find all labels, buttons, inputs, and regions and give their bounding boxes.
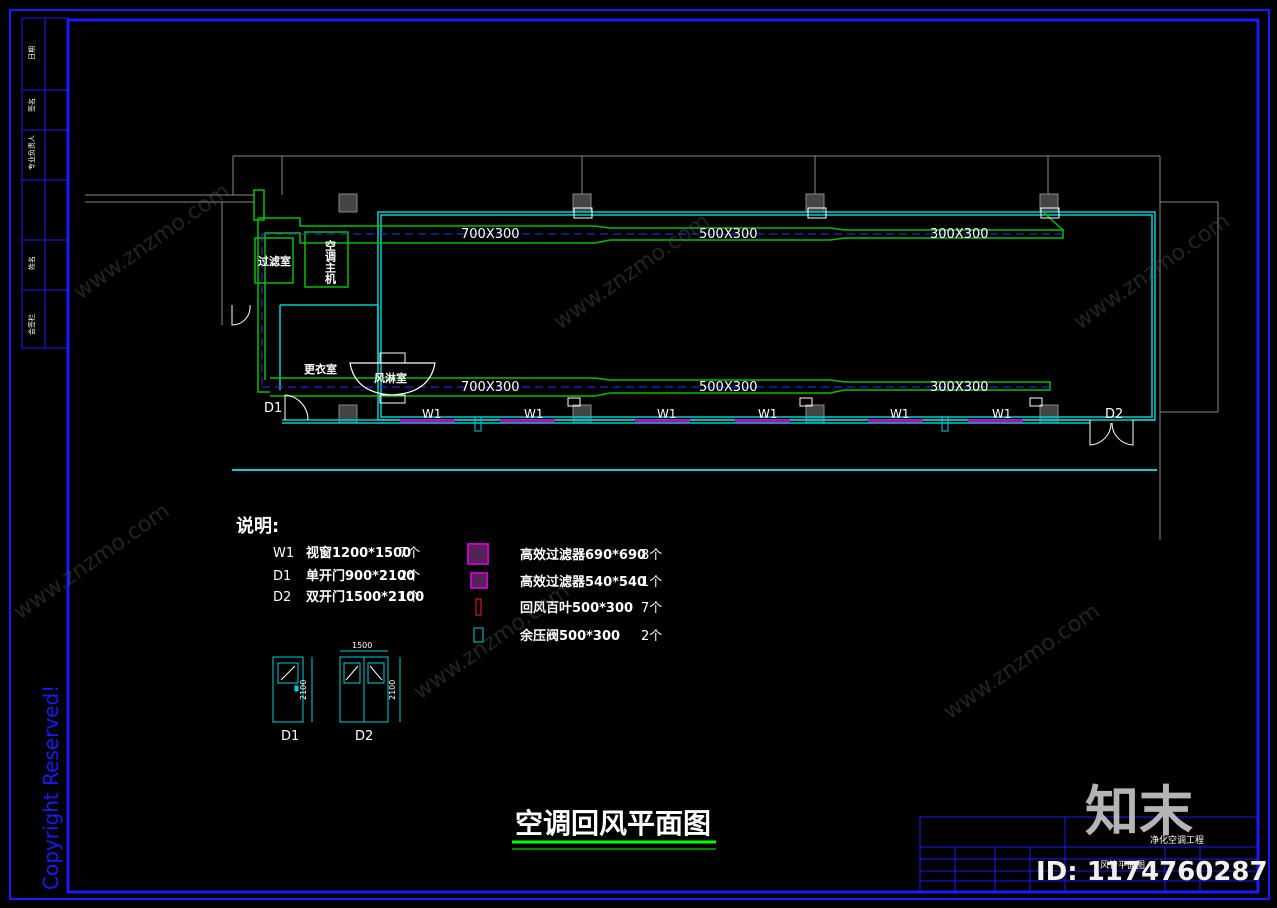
copyright-watermark: Copyright Reserved! [39, 685, 63, 890]
legend-symbols [467, 543, 489, 643]
site-watermark: www.znzmo.com [939, 599, 1104, 725]
title-block-project: 净化空调工程 [1150, 834, 1204, 846]
d1-height-dim: 2100 [299, 680, 308, 700]
duct-label-lower-3: 300X300 [930, 380, 989, 395]
outer-frame [9, 9, 1270, 900]
duct-label-lower-1: 700X300 [461, 380, 520, 395]
legend-desc-w1: 视窗1200*1500 [306, 545, 411, 561]
room-label-filter: 过滤室 [258, 254, 291, 268]
ducts [253, 189, 1064, 397]
legend-symbol-4: 余压阀500*300 [519, 628, 620, 644]
window-label: W1 [890, 407, 910, 421]
legend-symbol-1-qty: 8个 [641, 548, 662, 563]
duct-label-upper-3: 300X300 [930, 227, 989, 242]
d2-detail-label: D2 [355, 729, 373, 744]
legend-symbol-1: 高效过滤器690*690 [520, 547, 646, 563]
door-detail-d1 [272, 656, 313, 723]
side-label-countersign: 会签栏 [27, 314, 36, 335]
legend-qty-d2: 1个 [399, 590, 420, 605]
legend-qty-d1: 2个 [399, 569, 420, 584]
building-outline [85, 155, 1219, 540]
d2-width-dim: 1500 [352, 641, 372, 650]
duct-label-lower-2: 500X300 [699, 380, 758, 395]
d1-detail-label: D1 [281, 729, 299, 744]
air-shower [349, 352, 436, 404]
legend-desc-d1: 单开门900*2100 [306, 568, 415, 584]
site-watermark: www.znzmo.com [9, 499, 174, 625]
legend-symbol-3-qty: 7个 [641, 601, 662, 616]
louvers [474, 207, 1060, 432]
legend-symbol-2: 高效过滤器540*540 [520, 574, 646, 590]
legend-symbol-3: 回风百叶500*300 [520, 601, 633, 616]
legend-desc-d2: 双开门1500*2100 [306, 589, 424, 605]
drawing-title: 空调回风平面图 [515, 807, 711, 840]
duct-centerlines [261, 233, 1063, 388]
legend-symbol-4-qty: 2个 [641, 629, 662, 644]
legend-code-d2: D2 [273, 590, 291, 605]
id-watermark: ID: 1174760287 [1036, 857, 1268, 887]
duct-label-upper-2: 500X300 [699, 227, 758, 242]
window-label: W1 [758, 407, 778, 421]
door-label-d2: D2 [1105, 407, 1123, 422]
door-label-d1: D1 [264, 401, 282, 416]
title-block-drawing-name: 风管平面图 [1100, 859, 1145, 871]
room-label-changing: 更衣室 [304, 362, 337, 376]
duct-label-upper-1: 700X300 [461, 227, 520, 242]
door-detail-d2 [339, 650, 401, 723]
window-label: W1 [657, 407, 677, 421]
doors [231, 304, 1134, 446]
side-label-name: 姓名 [27, 256, 36, 270]
legend-heading: 说明: [236, 515, 279, 537]
title-block [919, 816, 1258, 892]
legend-code-d1: D1 [273, 569, 291, 584]
d2-height-dim: 2100 [388, 680, 397, 700]
site-watermark: www.znzmo.com [69, 179, 234, 305]
logo-watermark: 知末 [1085, 780, 1193, 843]
window-label: W1 [992, 407, 1012, 421]
room-label-air-shower: 风淋室 [374, 371, 407, 385]
legend-symbol-2-qty: 1个 [641, 575, 662, 590]
side-label-sign: 签名 [27, 98, 36, 112]
room-label-ac: 空调主机 [324, 239, 337, 285]
legend-qty-w1: 7个 [399, 546, 420, 561]
inner-frame [66, 18, 1260, 894]
side-label-lead: 专业负责人 [27, 135, 36, 170]
legend-code-w1: W1 [273, 546, 294, 561]
window-label: W1 [524, 407, 544, 421]
window-label: W1 [422, 407, 442, 421]
side-label-date: 日期 [28, 46, 36, 60]
side-strip: 日期 签名 专业负责人 姓名 会签栏 [21, 17, 69, 349]
